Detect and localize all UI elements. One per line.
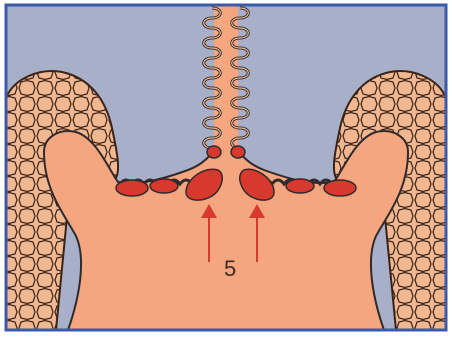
- epithelial-body: [44, 131, 408, 330]
- gland-right-outer: [324, 180, 356, 196]
- gland-right-duct-bud: [231, 146, 245, 158]
- figure-label-number: 5: [224, 256, 236, 281]
- gland-left-duct-bud: [207, 146, 221, 158]
- gland-left-outer: [116, 180, 148, 196]
- gland-left-middle: [150, 179, 178, 193]
- gland-right-middle: [286, 179, 314, 193]
